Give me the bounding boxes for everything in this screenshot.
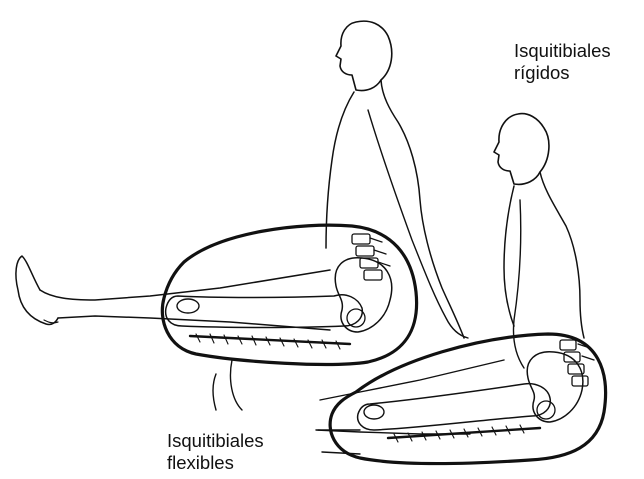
leg-2-upper — [320, 360, 504, 400]
label-rigid-hamstrings: Isquitibiales rígidos — [514, 40, 611, 84]
seat-1 — [213, 360, 242, 410]
figure-rigid-hamstrings — [316, 114, 606, 464]
bubble-1 — [162, 225, 416, 364]
label-flexible-line1: Isquitibiales — [167, 430, 264, 452]
label-rigid-line2: rígidos — [514, 62, 611, 84]
foot-1 — [16, 256, 58, 325]
figure-flexible-hamstrings — [16, 21, 468, 410]
leg-1-upper — [40, 270, 330, 300]
head-1-outline — [336, 21, 392, 90]
kneecap-1 — [177, 299, 199, 313]
back-1-outline — [381, 80, 464, 338]
shin-2 — [318, 430, 360, 454]
kneecap-2 — [364, 405, 384, 419]
femur-2 — [358, 384, 551, 430]
front-2-outline — [504, 186, 514, 326]
back-2-outline — [540, 172, 584, 338]
arm-2-outline — [513, 200, 524, 368]
label-rigid-line1: Isquitibiales — [514, 40, 611, 62]
label-flexible-hamstrings: Isquitibiales flexibles — [167, 430, 264, 474]
label-flexible-line2: flexibles — [167, 452, 264, 474]
hip-joint-1 — [347, 309, 365, 327]
